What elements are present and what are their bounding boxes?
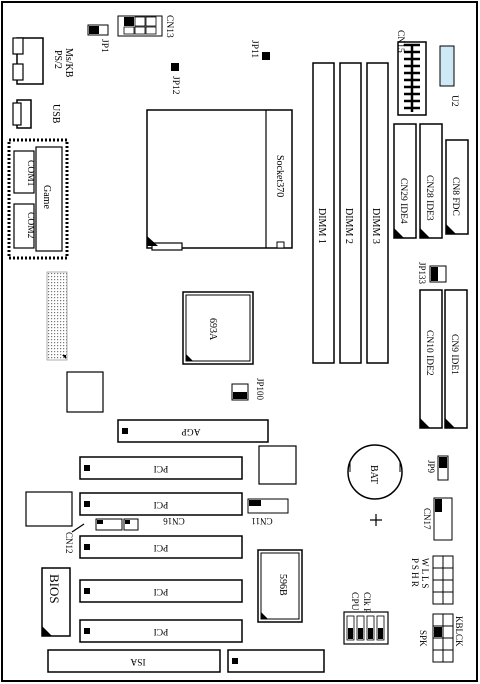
bios-chip: BIOS: [41, 567, 71, 637]
kblck-label: KBLCK: [454, 616, 464, 647]
ps2-label: PS/2: [52, 50, 63, 69]
dotted-header: [46, 271, 68, 361]
cn10-ide2: CN10 IDE2: [419, 289, 443, 429]
jp9-jumper: JP9: [426, 455, 449, 481]
dimm-slot-2: DIMM 2: [339, 62, 362, 364]
com2-connector: COM2: [13, 203, 35, 249]
cpu-clk-ratio-switch: CPU Clk Ratio: [343, 592, 389, 645]
usb-connector: USB: [12, 99, 61, 129]
pci-slot-3: PCI: [79, 535, 243, 559]
u2-chip: U2: [439, 45, 459, 107]
agp-slot: AGP: [117, 419, 269, 443]
pci-slot-4: PCI: [79, 579, 243, 603]
ps2-connector: PS/2 Ms/KB: [12, 37, 74, 85]
jp9-label: JP9: [426, 460, 436, 474]
pci5-label: PCI: [154, 626, 169, 636]
jp12-label: JP12: [170, 76, 180, 95]
com1-connector: COM1: [13, 150, 35, 194]
u2-body: [439, 45, 455, 87]
cpu-label: CPU: [349, 592, 359, 611]
com2-label: COM2: [25, 212, 35, 239]
cn10-ide2-label: CN10 IDE2: [424, 330, 434, 376]
small-chip-2: [258, 445, 297, 485]
jp100-label: JP100: [255, 378, 265, 401]
front-panel-header: P S H R W L L S: [410, 555, 454, 605]
cn11-label: CN11: [251, 516, 272, 526]
socket370-label: Socket370: [274, 155, 285, 197]
cn13-label: CN13: [164, 15, 174, 38]
dimm-slot-1: DIMM 1: [312, 62, 335, 364]
cn8-fdc: CN8 FDC: [445, 139, 469, 235]
dimm2-label: DIMM 2: [343, 208, 354, 244]
jp1-label: JP1: [99, 39, 109, 53]
dimm3-label: DIMM 3: [370, 208, 381, 244]
dimm-slot-3: DIMM 3: [366, 62, 389, 364]
cn9-ide1: CN9 IDE1: [444, 289, 468, 429]
chip-596b-label: 596B: [277, 574, 288, 596]
pci2-label: PCI: [154, 499, 169, 509]
chip-693a: 693A: [182, 291, 254, 365]
isa-label: ISA: [130, 656, 145, 666]
u2-label: U2: [449, 95, 459, 107]
cn11-connector: CN11: [247, 498, 289, 526]
cn29-ide4-label: CN29 IDE4: [398, 178, 408, 224]
com-game-group-outline: [7, 138, 69, 260]
game-port: Game: [35, 146, 63, 252]
battery: BAT: [347, 444, 403, 526]
bios-label: BIOS: [47, 574, 62, 604]
cn8-fdc-label: CN8 FDC: [450, 177, 460, 216]
pci-slot-5: PCI: [79, 619, 243, 643]
game-label: Game: [41, 185, 52, 209]
cn28-ide3: CN28 IDE3: [419, 123, 443, 239]
jp11-jumper: JP11: [249, 40, 270, 60]
ms-kb-label: Ms/KB: [63, 48, 74, 78]
jp1-jumper: JP1: [87, 24, 109, 53]
pci4-label: PCI: [154, 586, 169, 596]
pci-slot-2: PCI: [79, 492, 243, 516]
jp133-label: JP133: [417, 262, 427, 285]
agp-label: AGP: [181, 426, 200, 436]
cn16-label: CN16: [163, 516, 185, 526]
clk-ratio-label: Clk Ratio: [361, 592, 371, 629]
pci3-label: PCI: [154, 542, 169, 552]
pci-slot-1: PCI: [79, 456, 243, 480]
socket370: Socket370: [146, 109, 293, 251]
com1-label: COM1: [25, 160, 35, 187]
cn9-ide1-label: CN9 IDE1: [449, 334, 459, 375]
cn12-label: CN12: [64, 532, 74, 554]
cn17-connector: CN17: [422, 497, 453, 541]
jp100-jumper: JP100: [231, 378, 265, 401]
cn15-label: CN15: [395, 30, 405, 53]
chip-693a-label: 693A: [207, 318, 218, 341]
bat-label: BAT: [368, 465, 379, 484]
dimm1-label: DIMM 1: [316, 208, 327, 244]
jp11-label: JP11: [249, 40, 259, 58]
cn12-connector: CN12: [64, 523, 85, 554]
spk-kblck-header: SPK KBLCK: [418, 613, 464, 663]
spk-label: SPK: [418, 630, 428, 647]
usb-label: USB: [50, 104, 61, 124]
cn16-connector: CN16: [95, 516, 185, 531]
jp133-jumper: JP133: [417, 262, 447, 285]
cn29-ide4: CN29 IDE4: [393, 123, 417, 239]
chip-596b: 596B: [257, 549, 303, 623]
jp12-jumper: JP12: [170, 63, 180, 95]
wlls-label: W L L S: [420, 558, 430, 588]
isa-slot: ISA: [47, 649, 325, 673]
pci1-label: PCI: [154, 463, 169, 473]
small-chip: [66, 371, 104, 413]
cn17-label: CN17: [422, 508, 432, 530]
cn15-atx-power: CN15: [395, 30, 427, 116]
pshr-label: P S H R: [410, 558, 420, 587]
bios-area-chip: [25, 491, 73, 527]
cn28-ide3-label: CN28 IDE3: [424, 175, 434, 221]
cn13-connector: CN13: [117, 15, 174, 38]
